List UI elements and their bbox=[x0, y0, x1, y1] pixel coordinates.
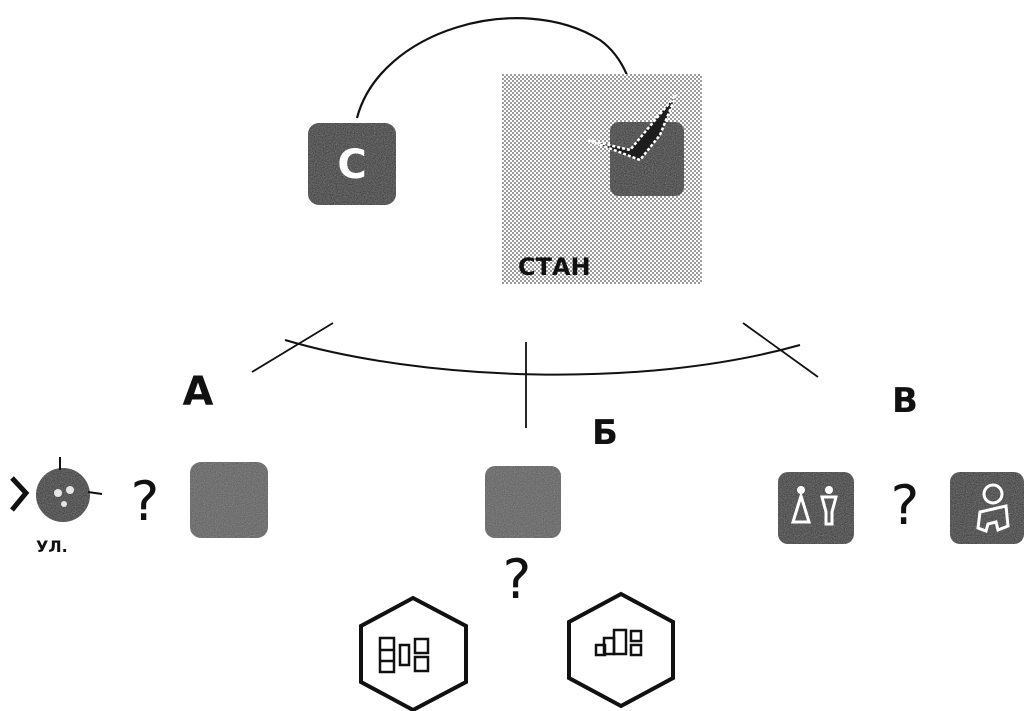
stan-caption: СТАН bbox=[518, 253, 591, 281]
blank-tile-icon bbox=[485, 466, 561, 538]
man-woman-icon bbox=[778, 472, 854, 544]
street-sign-icon bbox=[10, 457, 103, 522]
checkmark-icon bbox=[587, 94, 684, 196]
branch-v-label: В bbox=[892, 381, 918, 421]
branch-b-label: Б bbox=[592, 413, 618, 453]
floor-plan-hex-right bbox=[567, 591, 675, 709]
question-mark-a: ? bbox=[131, 470, 160, 533]
c-tile-label: С bbox=[337, 142, 366, 188]
c-tile: С bbox=[308, 123, 396, 205]
blank-tile-icon bbox=[190, 462, 268, 538]
question-mark-v: ? bbox=[891, 474, 920, 537]
stan-panel: СТАН bbox=[502, 74, 702, 284]
floor-plan-hex-left bbox=[359, 595, 468, 711]
child-icon bbox=[950, 472, 1024, 544]
branch-connector bbox=[251, 322, 819, 428]
street-caption: УЛ. bbox=[36, 537, 68, 556]
question-mark-b: ? bbox=[503, 548, 532, 611]
branch-a-label: А bbox=[183, 369, 214, 415]
floor-plan-icon bbox=[594, 628, 643, 657]
floor-plan-icon bbox=[378, 636, 430, 674]
